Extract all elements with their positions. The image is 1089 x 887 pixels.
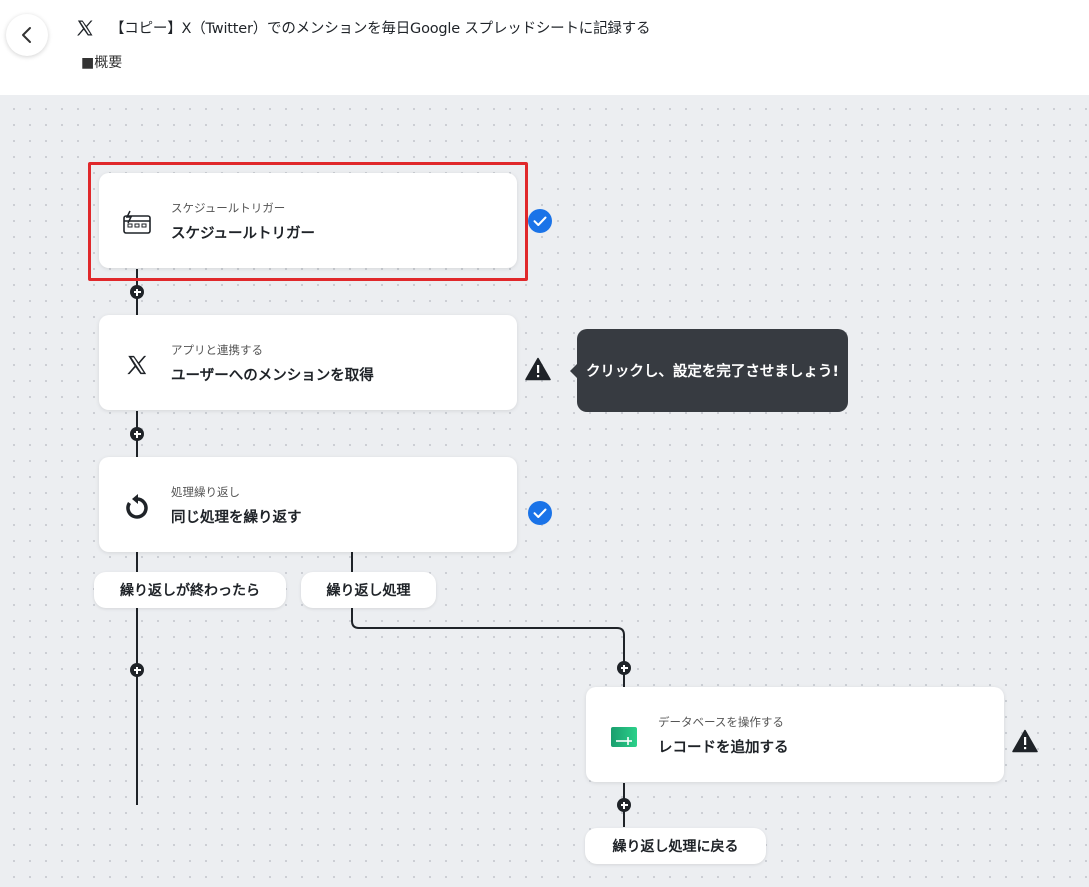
node-title: スケジュールトリガー <box>171 226 315 242</box>
flow-canvas: スケジュールトリガー スケジュールトリガー アプリと連携する ユーザーへのメンシ… <box>0 95 1089 887</box>
node-subtitle: データベースを操作する <box>658 715 784 729</box>
add-step-button[interactable] <box>130 427 144 441</box>
spreadsheet-icon <box>608 721 640 753</box>
back-button[interactable] <box>6 14 48 56</box>
add-step-button[interactable] <box>130 663 144 677</box>
return-to-loop-button[interactable]: 繰り返し処理に戻る <box>585 828 766 864</box>
check-icon <box>527 208 553 234</box>
node-title: 同じ処理を繰り返す <box>171 510 302 526</box>
node-title: ユーザーへのメンションを取得 <box>171 368 374 384</box>
branch-loop-end[interactable]: 繰り返しが終わったら <box>94 572 286 608</box>
check-icon <box>527 500 553 526</box>
flow-node-schedule-trigger[interactable]: スケジュールトリガー スケジュールトリガー <box>99 173 517 268</box>
flow-node-get-mentions[interactable]: アプリと連携する ユーザーへのメンションを取得 <box>99 315 517 410</box>
chevron-left-icon <box>22 27 31 43</box>
setup-tooltip: クリックし、設定を完了させましょう! <box>570 329 848 412</box>
add-step-button[interactable] <box>617 661 631 675</box>
x-logo-icon <box>121 349 153 381</box>
node-subtitle: アプリと連携する <box>171 343 263 357</box>
branch-loop-body[interactable]: 繰り返し処理 <box>301 572 436 608</box>
node-subtitle: スケジュールトリガー <box>171 201 286 215</box>
flow-node-loop[interactable]: 処理繰り返し 同じ処理を繰り返す <box>99 457 517 552</box>
selected-node-highlight <box>88 162 528 281</box>
node-subtitle: 処理繰り返し <box>171 485 240 499</box>
add-step-button[interactable] <box>617 798 631 812</box>
schedule-trigger-icon <box>121 207 153 239</box>
warning-icon <box>525 356 551 382</box>
page-title: 【コピー】X（Twitter）でのメンションを毎日Google スプレッドシート… <box>110 21 651 37</box>
warning-icon <box>1012 728 1038 754</box>
loop-icon <box>121 491 153 523</box>
header: 【コピー】X（Twitter）でのメンションを毎日Google スプレッドシート… <box>0 0 1089 95</box>
summary-label: ■概要 <box>81 55 123 71</box>
node-title: レコードを追加する <box>658 740 789 756</box>
add-step-button[interactable] <box>130 285 144 299</box>
x-logo-icon <box>77 20 93 36</box>
flow-node-add-record[interactable]: データベースを操作する レコードを追加する <box>586 687 1004 782</box>
